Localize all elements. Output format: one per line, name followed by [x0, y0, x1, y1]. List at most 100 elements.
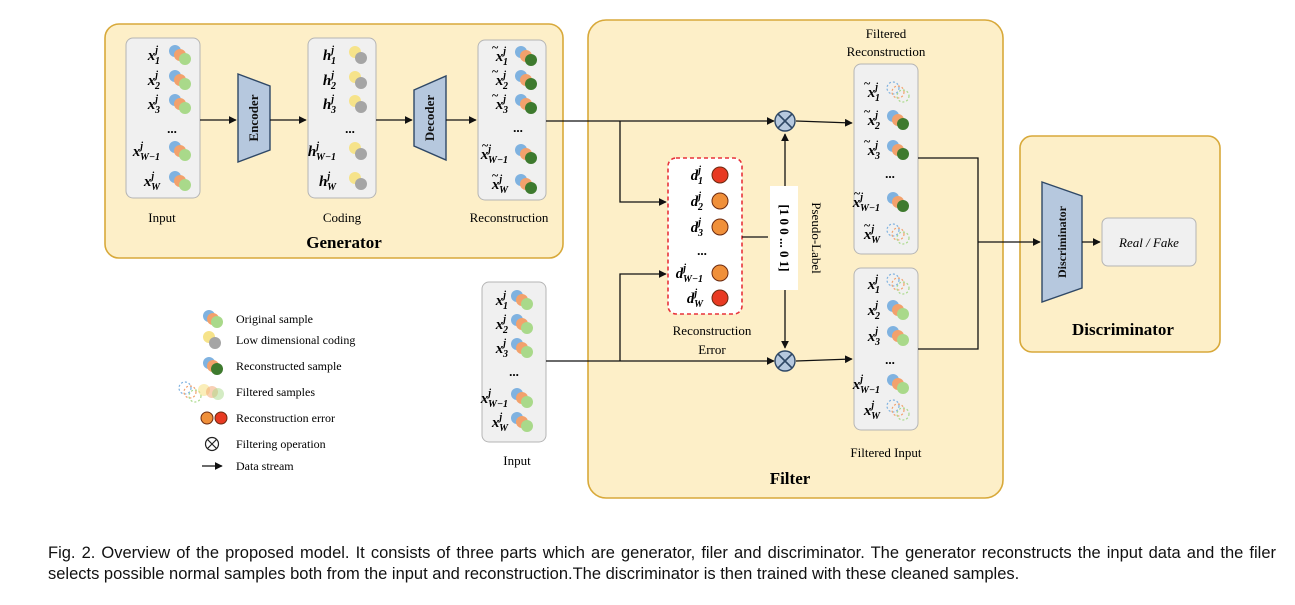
discriminator-block-label: Discriminator	[1055, 205, 1069, 278]
legend-item: Low dimensional coding	[203, 331, 355, 349]
legend-item: Reconstruction error	[200, 411, 335, 425]
tilde-mark: ~	[864, 104, 871, 118]
generator-title: Generator	[306, 233, 382, 252]
legend-item: Data stream	[202, 459, 294, 473]
tilde-mark: ~	[492, 64, 499, 78]
legend-item: Reconstructed sample	[203, 357, 342, 375]
filtered-reconstruction-label-1: Filtered	[866, 26, 907, 41]
real-fake-box	[1101, 217, 1197, 267]
tilde-mark: ~	[492, 88, 499, 102]
filter-title: Filter	[770, 469, 811, 488]
legend-item: Original sample	[203, 310, 313, 328]
data-stream-lines	[200, 116, 1101, 365]
reconstruction-label: Reconstruction	[470, 210, 549, 225]
reconstruction-column	[477, 39, 547, 201]
ellipsis: ...	[513, 120, 523, 135]
pseudo-label-title: Pseudo-Label	[809, 202, 824, 274]
encoder-block	[237, 72, 271, 164]
legend-label: Reconstructed sample	[236, 359, 342, 373]
real-fake-label: Real / Fake	[1118, 235, 1179, 250]
filtered-samples-icon	[178, 381, 224, 403]
decoder-block	[413, 74, 447, 162]
discriminator-block	[1041, 181, 1083, 303]
legend-item: Filtered samples	[178, 381, 315, 403]
legend-label: Filtering operation	[236, 437, 326, 451]
error-label-1: Reconstruction	[673, 323, 752, 338]
tilde-mark: ~	[492, 40, 499, 54]
error-box	[667, 157, 743, 315]
pseudo-label-value: [1 0 0 ... 0 1]	[777, 204, 792, 271]
discriminator-title: Discriminator	[1072, 320, 1174, 339]
ellipsis: ...	[167, 121, 177, 136]
legend-label: Original sample	[236, 312, 313, 326]
input-label: Input	[148, 210, 176, 225]
figure-caption: Fig. 2. Overview of the proposed model. …	[48, 544, 1276, 583]
tilde-mark: ~	[854, 186, 861, 200]
ellipsis: ...	[885, 166, 895, 181]
decoder-label: Decoder	[422, 95, 437, 141]
pseudo-label-box	[770, 186, 798, 290]
legend-item: Filtering operation	[204, 436, 326, 452]
coding-icon	[203, 331, 221, 349]
encoder-label: Encoder	[246, 94, 261, 141]
